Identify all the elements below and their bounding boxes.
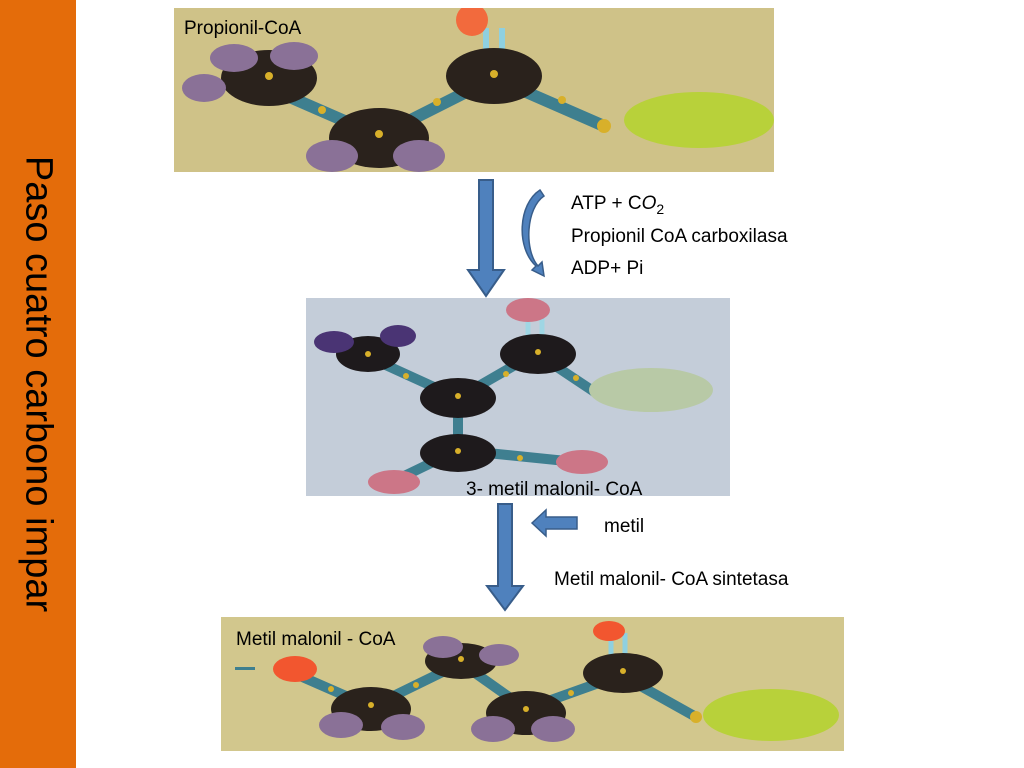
propionil-coa-photo [174,8,774,172]
slide-title: Paso cuatro carbono impar [17,155,60,613]
left-arrow-icon [530,508,578,538]
reactants-prefix: ATP + C [571,193,642,214]
reactants-italic: O [641,193,657,214]
reactants-subscript: 2 [656,200,665,217]
enzyme2-label: Metil malonil- CoA sintetasa [554,569,789,590]
down-arrow-icon [466,179,506,298]
metil-malonil-coa-label: 3- metil malonil- CoA [466,479,643,500]
enzyme1-label: Propionil CoA carboxilasa [571,226,788,247]
metil-malonil-coa-final-label: Metil malonil - CoA [236,629,396,650]
reactants-label: ATP + CO2 [571,193,664,217]
propionil-coa-label: Propionil-CoA [184,18,302,39]
metil-malonil-coa-photo [306,298,730,496]
metil-label: metil [604,516,645,537]
title-sidebar: Paso cuatro carbono impar [0,0,76,768]
down-arrow-icon [485,503,525,612]
curved-arrow-icon [521,188,546,278]
products-label: ADP+ Pi [571,258,644,279]
metil-malonil-coa-final-photo [221,617,844,751]
